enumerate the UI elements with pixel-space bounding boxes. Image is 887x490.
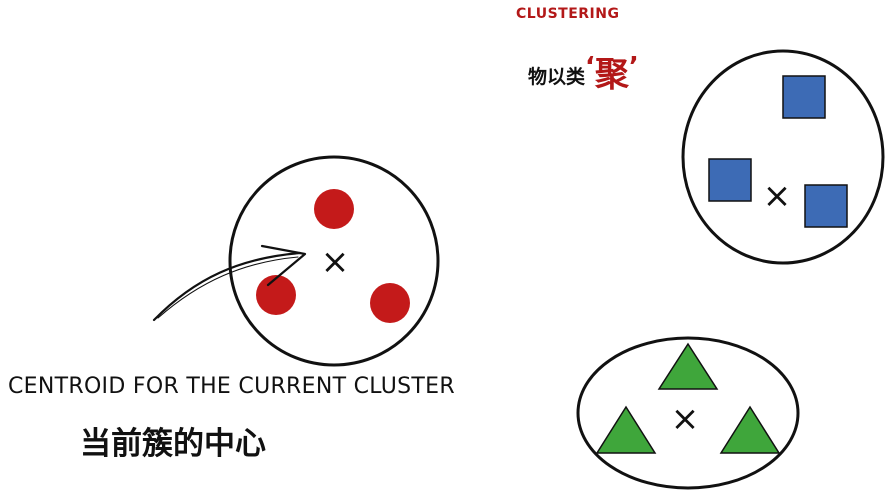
green-cluster-boundary: [576, 336, 800, 490]
arrowhead: [260, 244, 307, 287]
title-close-quote: ’: [628, 52, 639, 82]
arrow-shaft-sketch: [157, 256, 299, 319]
arrow-shaft: [152, 251, 302, 322]
title-emphasis: 聚: [594, 55, 629, 95]
centroid-label-english: CENTROID FOR THE CURRENT CLUSTER: [8, 374, 455, 399]
blue-cluster: ×: [681, 49, 885, 265]
centroid-marker: ×: [671, 399, 700, 439]
centroid-marker: ×: [321, 242, 350, 282]
centroid-marker: ×: [763, 176, 792, 216]
green-point: [595, 405, 657, 454]
red-point: [314, 189, 354, 229]
red-point: [256, 275, 296, 315]
blue-point: [708, 158, 752, 202]
red-cluster: ×: [228, 155, 440, 367]
red-cluster-boundary: [228, 155, 440, 367]
blue-point: [782, 75, 826, 119]
centroid-label-chinese: 当前簇的中心: [80, 426, 266, 462]
centroid-pointer-arrow: [152, 244, 307, 322]
blue-cluster-boundary: [681, 49, 885, 265]
green-point: [719, 405, 781, 454]
blue-point: [804, 184, 848, 228]
title-chinese-prefix: 物以类: [528, 66, 586, 88]
red-point: [370, 283, 410, 323]
green-point: [657, 342, 719, 390]
title-chinese: 物以类‘聚’: [528, 44, 639, 95]
title-english: CLUSTERING: [516, 6, 620, 22]
title-open-quote: ‘: [585, 52, 595, 82]
green-cluster: ×: [576, 336, 800, 490]
